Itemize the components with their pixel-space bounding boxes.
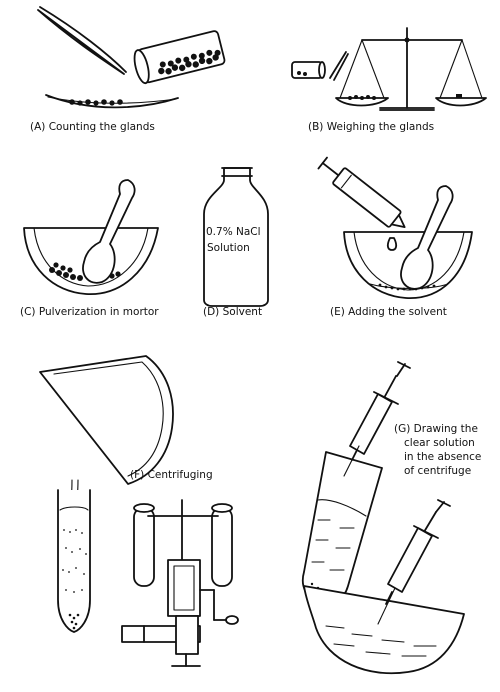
caption-f: (F) Centrifuging — [130, 469, 213, 481]
mortar-g — [303, 585, 465, 675]
panel-f-centrifuging: (F) Centrifuging — [39, 355, 239, 667]
solvent-drop — [386, 237, 398, 251]
pestle-e — [400, 185, 454, 290]
centrifuge-tube — [57, 489, 91, 633]
caption-g-line-2: clear solution — [404, 437, 475, 449]
tilted-tube — [301, 451, 383, 606]
pouring-mortar — [39, 355, 174, 485]
mortar-e — [343, 231, 473, 299]
panel-e-adding-solvent: (E) Adding the solvent — [317, 156, 473, 318]
forceps — [37, 6, 127, 75]
bottle-label-line-1: 0.7% NaCl — [206, 226, 261, 238]
glands-on-glass — [69, 99, 123, 106]
caption-a: (A) Counting the glands — [30, 121, 155, 133]
caption-g-line-3: in the absence — [404, 451, 481, 463]
caption-d: (D) Solvent — [203, 306, 262, 318]
bottle-label-line-2: Solution — [207, 242, 250, 254]
caption-c: (C) Pulverization in mortor — [20, 306, 159, 318]
panel-g-drawing-solution: (G) Drawing the clear solution in the ab… — [301, 361, 481, 675]
caption-b: (B) Weighing the glands — [308, 121, 434, 133]
mortar — [23, 227, 159, 295]
caption-g-line-1: (G) Drawing the — [394, 423, 478, 435]
small-vial — [291, 61, 326, 79]
pestle — [82, 179, 136, 284]
glands-in-mortar — [49, 262, 121, 281]
small-forceps — [329, 51, 349, 81]
caption-e: (E) Adding the solvent — [330, 306, 447, 318]
balance-scale — [335, 27, 487, 111]
solvent-bottle — [203, 167, 269, 307]
glass-vial — [133, 30, 226, 85]
panel-c-pulverization: (C) Pulverization in mortor — [20, 179, 159, 318]
syringe-upper — [343, 361, 411, 477]
panel-b-weighing: (B) Weighing the glands — [291, 27, 487, 133]
panel-d-solvent: 0.7% NaCl Solution (D) Solvent — [203, 167, 269, 318]
syringe-lower — [377, 499, 451, 625]
panel-a-counting: (A) Counting the glands — [30, 6, 226, 133]
caption-g-line-4: of centrifuge — [404, 465, 471, 477]
syringe-e — [317, 156, 406, 228]
hand-centrifuge — [121, 499, 239, 667]
